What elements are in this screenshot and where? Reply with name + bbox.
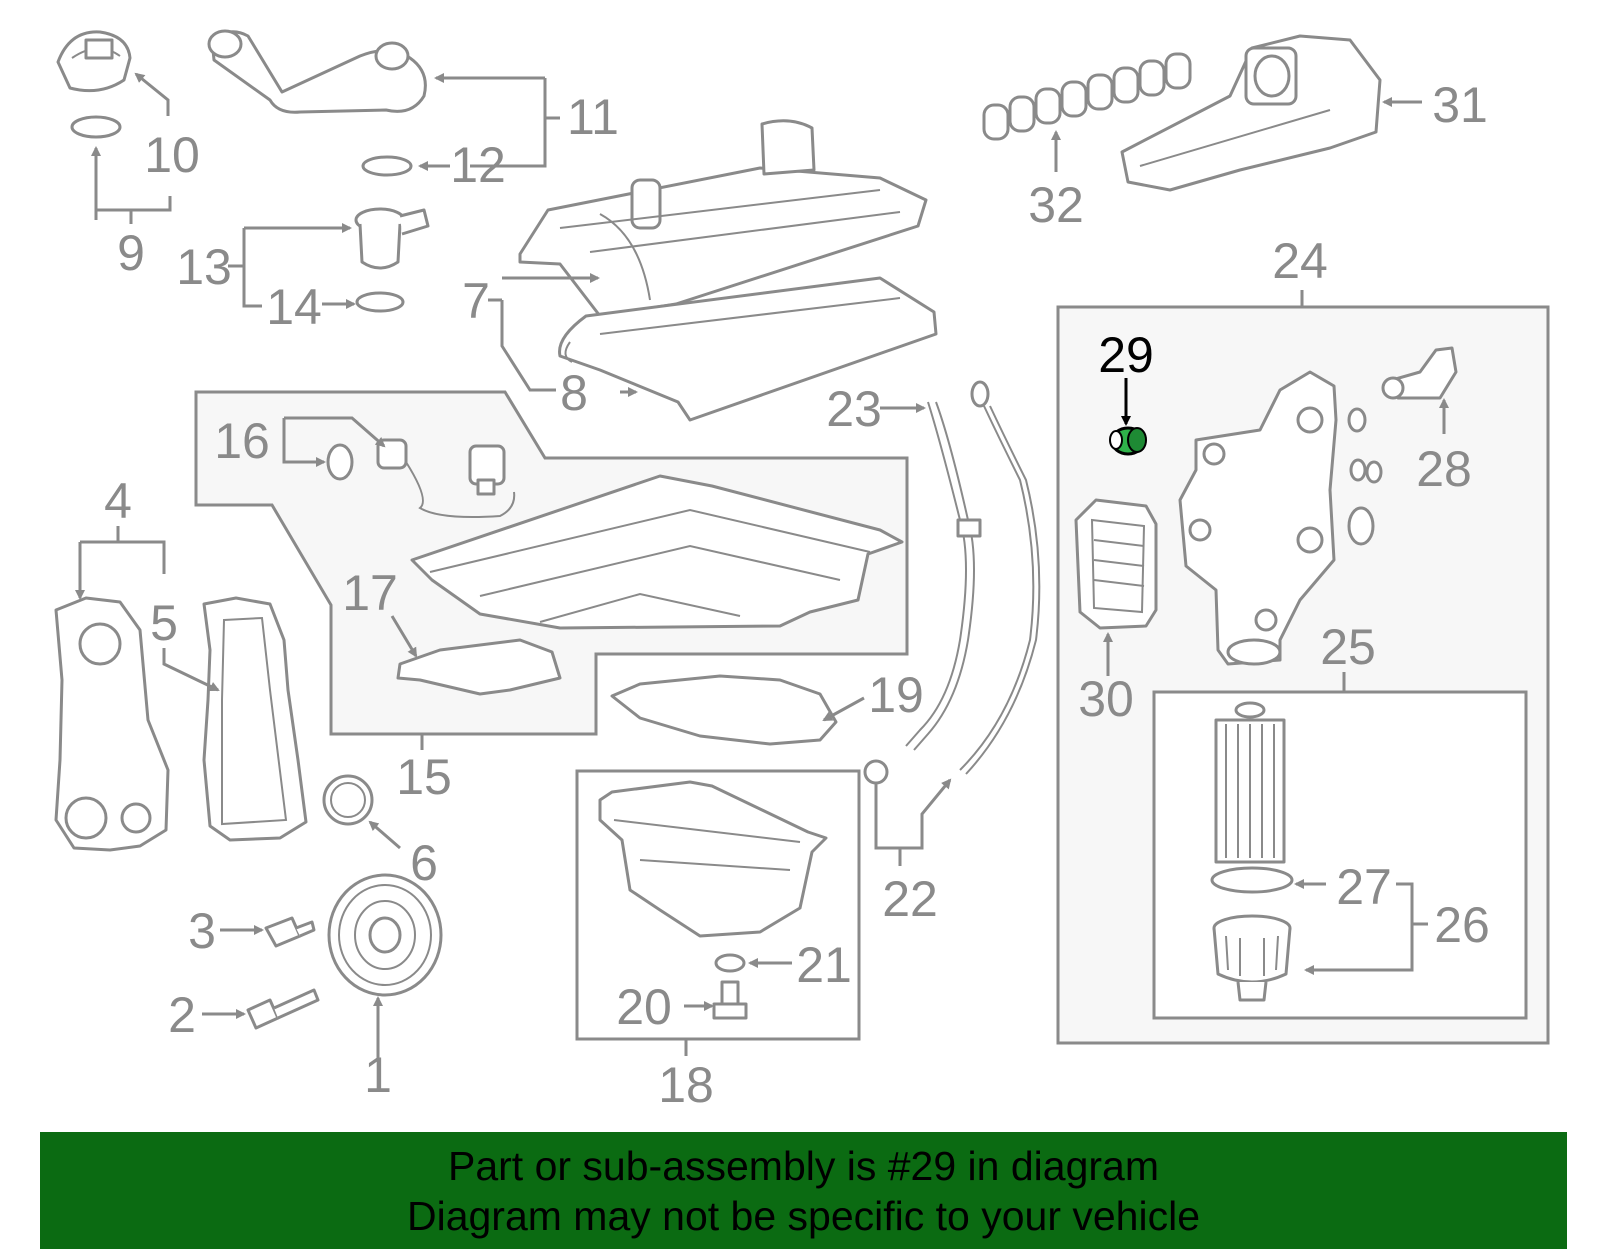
callout-24: 24 — [1272, 233, 1328, 289]
drain-plug-washer-part — [714, 953, 746, 973]
callout-6: 6 — [410, 835, 438, 891]
housing-oring-pair-part-b — [1365, 460, 1383, 484]
callout-2: 2 — [168, 987, 196, 1043]
dipstick-tube-oring-part — [863, 759, 889, 785]
dipstick-part — [959, 380, 1041, 775]
oil-pan-baffle-part — [610, 674, 838, 746]
callout-3: 3 — [188, 903, 216, 959]
banner-line-1: Part or sub-assembly is #29 in diagram — [448, 1142, 1159, 1189]
oil-level-sensor-part — [376, 438, 516, 518]
highlighted-part-29 — [1109, 426, 1147, 456]
callout-16: 16 — [214, 413, 270, 469]
pulley-bolt-part — [264, 916, 316, 948]
oil-temp-sensor-part — [1381, 346, 1458, 400]
crankshaft-pulley-part — [327, 873, 443, 997]
callout-29: 29 — [1098, 327, 1154, 383]
upper-oil-pan-part — [410, 474, 904, 630]
crankshaft-seal-part — [322, 774, 374, 826]
callout-15: 15 — [396, 749, 452, 805]
valve-cover-part — [518, 119, 928, 318]
pulley-bolt-long-part — [246, 988, 320, 1030]
leader-lines — [75, 72, 1449, 1060]
callout-32: 32 — [1028, 177, 1084, 233]
oil-filler-adapter-part — [354, 207, 430, 270]
oil-filler-tube-part — [207, 29, 427, 114]
timing-cover-gasket-inner — [221, 616, 288, 826]
callout-10: 10 — [144, 127, 200, 183]
oil-filter-element-part — [1214, 701, 1286, 864]
housing-oring-large-part — [1347, 506, 1375, 546]
callout-11: 11 — [567, 89, 619, 145]
banner-line-2: Diagram may not be specific to your vehi… — [406, 1192, 1200, 1239]
callout-21: 21 — [796, 937, 852, 993]
info-banner: Part or sub-assembly is #29 in diagram D… — [40, 1132, 1567, 1249]
filler-cap-seal-part — [70, 115, 122, 139]
drain-plug-part — [712, 980, 748, 1020]
lower-oil-pan-part — [598, 780, 828, 938]
callout-23: 23 — [826, 381, 882, 437]
callout-13: 13 — [176, 239, 232, 295]
sensor-oring-part — [326, 443, 354, 481]
callout-17: 17 — [342, 565, 398, 621]
callout-25: 25 — [1320, 619, 1376, 675]
intake-gasket-part — [982, 52, 1192, 141]
callout-20: 20 — [616, 979, 672, 1035]
oil-filler-cap-part — [56, 30, 132, 93]
callout-28: 28 — [1416, 441, 1472, 497]
oil-filter-housing-part — [1178, 370, 1338, 666]
filler-tube-seal-part — [361, 155, 413, 177]
adapter-seal-part — [355, 291, 405, 313]
housing-oring-pair-part-a — [1349, 458, 1367, 482]
filter-cap-oring-part — [1210, 866, 1294, 894]
callout-4: 4 — [104, 473, 132, 529]
callout-7: 7 — [462, 273, 490, 329]
lower-oil-pan-group-box — [575, 769, 861, 1041]
callout-27: 27 — [1336, 859, 1392, 915]
callout-5: 5 — [150, 595, 178, 651]
timing-cover-gasket-part — [202, 596, 308, 842]
oil-filter-cap-part — [1212, 914, 1292, 1002]
valve-cover-gasket-part — [558, 276, 938, 422]
callout-30: 30 — [1078, 671, 1134, 727]
housing-oring-small-part — [1347, 407, 1367, 433]
callout-18: 18 — [658, 1057, 714, 1113]
callout-8: 8 — [560, 365, 588, 421]
callout-1: 1 — [364, 1047, 392, 1103]
callout-12: 12 — [450, 137, 506, 193]
oil-pan-gasket-part — [396, 638, 562, 696]
callout-9: 9 — [117, 225, 145, 281]
oil-cooler-part — [1074, 498, 1158, 630]
callout-31: 31 — [1432, 77, 1488, 133]
callout-22: 22 — [882, 871, 938, 927]
callout-14: 14 — [266, 279, 322, 335]
callout-26: 26 — [1434, 897, 1490, 953]
intake-manifold-part — [1120, 34, 1382, 192]
dipstick-tube-part — [905, 401, 982, 751]
timing-cover-part — [54, 596, 170, 852]
callout-19: 19 — [868, 667, 924, 723]
